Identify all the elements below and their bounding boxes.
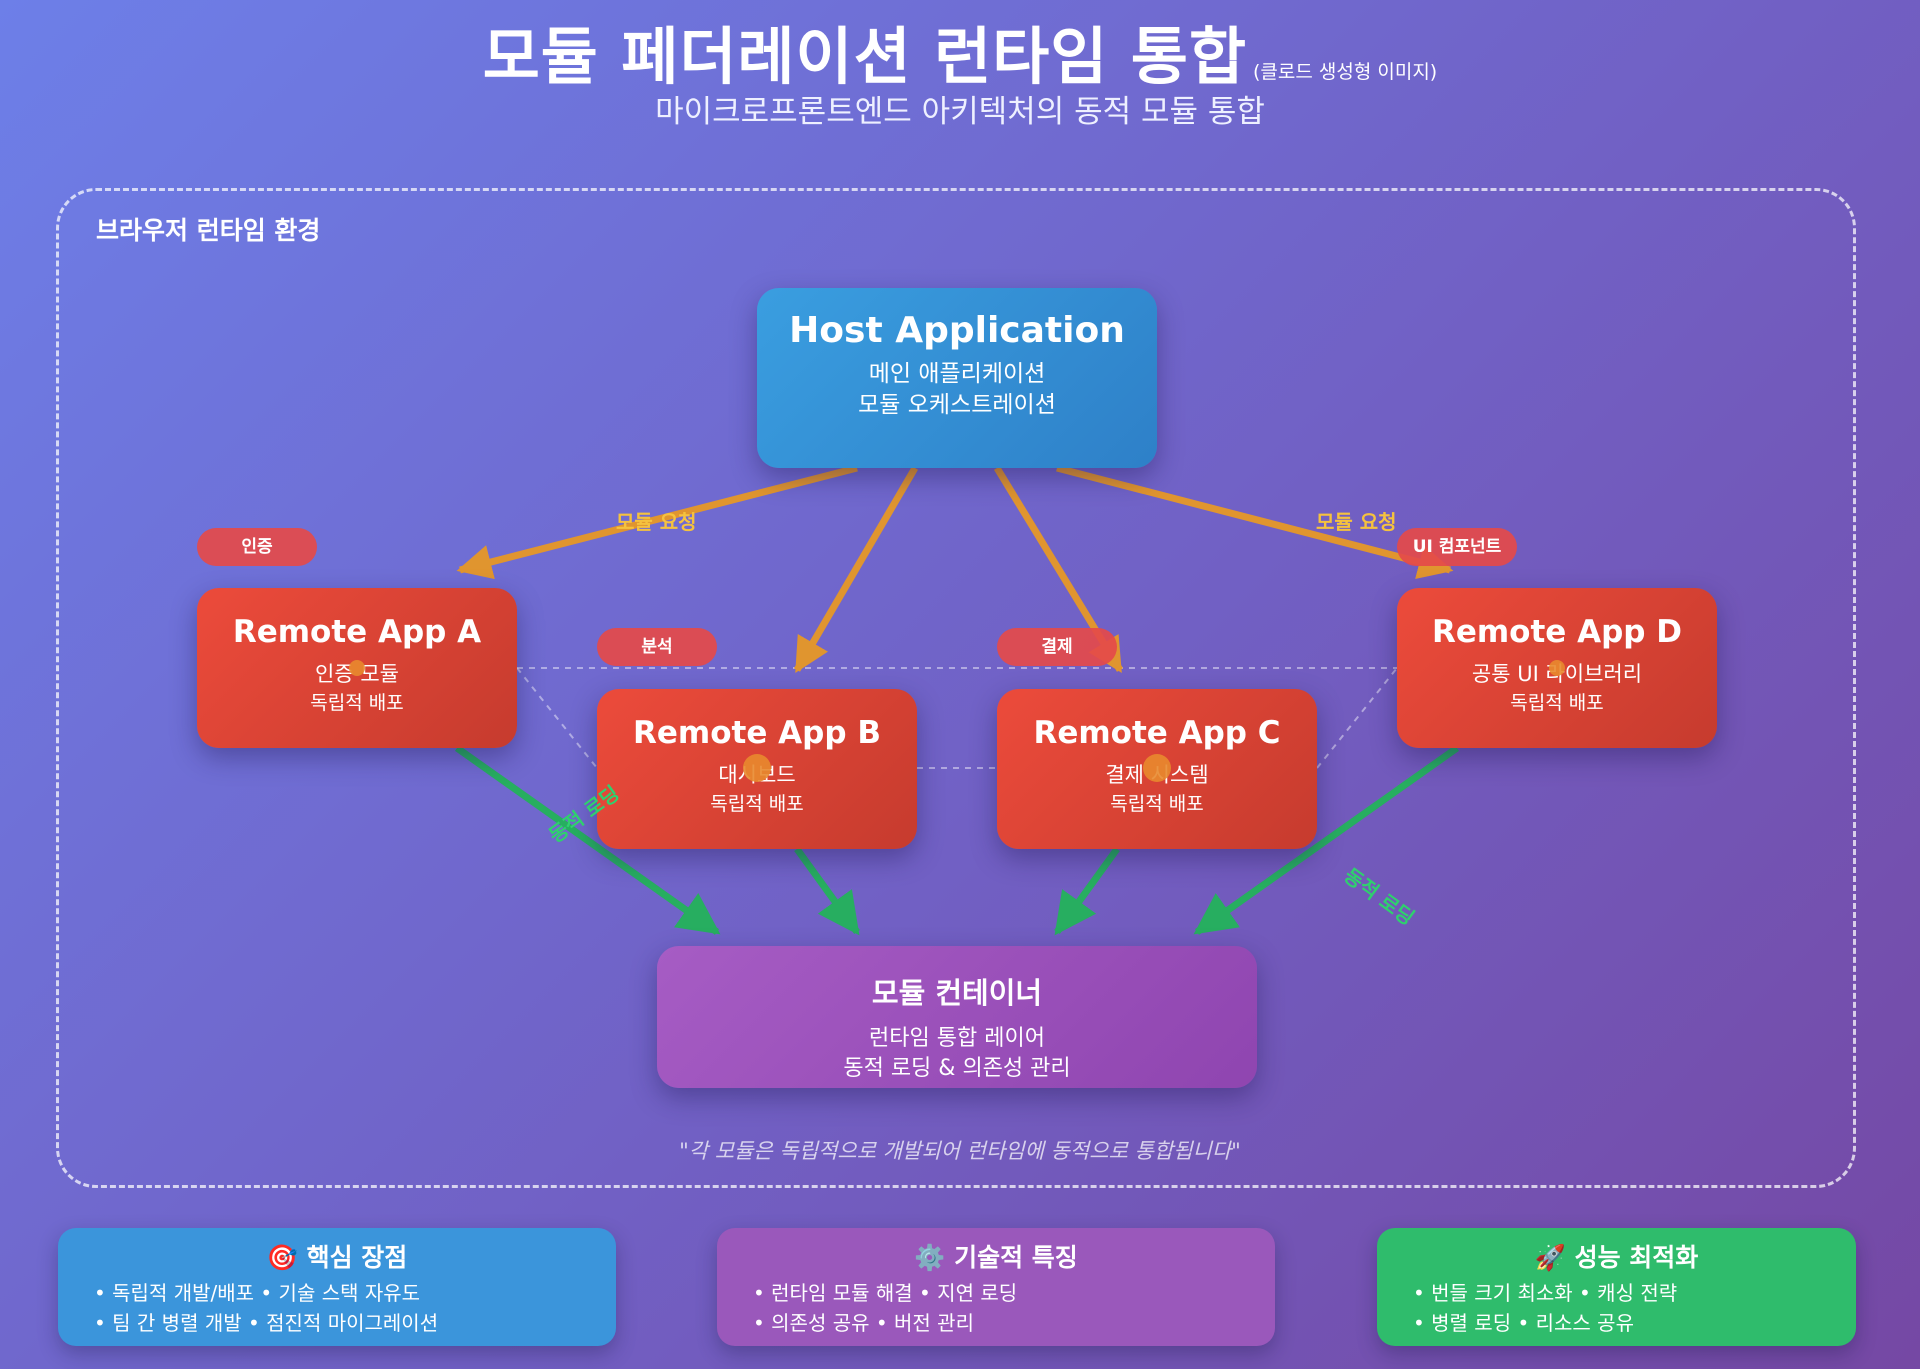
container-title: 모듈 컨테이너 bbox=[871, 976, 1043, 1010]
loading-arrow-b bbox=[794, 846, 860, 936]
target-icon: 🎯 bbox=[266, 1243, 298, 1272]
host-title: Host Application bbox=[789, 310, 1125, 351]
remote-b-line1: 대시보드 bbox=[718, 763, 796, 787]
module-container-node: 모듈 컨테이너 런타임 통합 레이어 동적 로딩 & 의존성 관리 bbox=[657, 946, 1257, 1088]
tech-card-heading: ⚙️ 기술적 특징 bbox=[717, 1238, 1275, 1274]
browser-runtime-boundary bbox=[56, 188, 1856, 1188]
host-application-node: Host Application 메인 애플리케이션 모듈 오케스트레이션 bbox=[757, 288, 1157, 468]
perf-row-2: • 병렬 로딩 • 리소스 공유 bbox=[1413, 1311, 1634, 1335]
tech-card-title: 기술적 특징 bbox=[954, 1243, 1078, 1272]
remote-c-line2: 독립적 배포 bbox=[1110, 793, 1204, 815]
request-arrow-b bbox=[793, 466, 919, 674]
remote-a-title: Remote App A bbox=[232, 614, 482, 650]
remote-link-a-b bbox=[516, 667, 598, 769]
remote-b-line2: 독립적 배포 bbox=[710, 793, 804, 815]
remote-app-a-node: Remote App A 인증 모듈 독립적 배포 bbox=[197, 588, 517, 748]
remote-link-c-d bbox=[1316, 667, 1398, 769]
host-line2: 모듈 오케스트레이션 bbox=[858, 392, 1056, 418]
remote-d-line2: 독립적 배포 bbox=[1510, 692, 1604, 714]
rocket-icon: 🚀 bbox=[1534, 1243, 1566, 1272]
remote-d-title: Remote App D bbox=[1431, 614, 1683, 650]
perf-row-1: • 번들 크기 최소화 • 캐싱 전략 bbox=[1413, 1281, 1678, 1305]
summary-quote: "각 모듈은 독립적으로 개발되어 런타임에 동적으로 통합됩니다" bbox=[679, 1139, 1241, 1163]
benefits-card: 🎯 핵심 장점 • 독립적 개발/배포 • 기술 스택 자유도 • 팀 간 병렬… bbox=[58, 1228, 616, 1346]
remote-d-line1: 공통 UI 라이브러리 bbox=[1471, 662, 1643, 686]
loading-arrow-c bbox=[1054, 846, 1120, 936]
badge-payment: 결제 bbox=[997, 628, 1117, 666]
tech-features-card: ⚙️ 기술적 특징 • 런타임 모듈 해결 • 지연 로딩 • 의존성 공유 •… bbox=[717, 1228, 1275, 1346]
perf-card-heading: 🚀 성능 최적화 bbox=[1377, 1238, 1856, 1274]
container-line1: 런타임 통합 레이어 bbox=[869, 1026, 1045, 1051]
remote-app-b-node: Remote App B 대시보드 독립적 배포 bbox=[597, 689, 917, 849]
title-tag: (클로드 생성형 이미지) bbox=[1253, 61, 1438, 83]
performance-card: 🚀 성능 최적화 • 번들 크기 최소화 • 캐싱 전략 • 병렬 로딩 • 리… bbox=[1377, 1228, 1856, 1346]
benefits-row-2: • 팀 간 병렬 개발 • 점진적 마이그레이션 bbox=[94, 1311, 439, 1335]
host-line1: 메인 애플리케이션 bbox=[868, 361, 1046, 387]
request-label-right: 모듈 요청 bbox=[1316, 510, 1397, 534]
page-title: 모듈 페더레이션 런타임 통합 (클로드 생성형 이미지) bbox=[0, 6, 1920, 96]
benefits-card-heading: 🎯 핵심 장점 bbox=[58, 1238, 616, 1274]
benefits-card-title: 핵심 장점 bbox=[306, 1243, 408, 1272]
badge-auth: 인증 bbox=[197, 528, 317, 566]
perf-card-title: 성능 최적화 bbox=[1574, 1243, 1699, 1272]
tech-row-1: • 런타임 모듈 해결 • 지연 로딩 bbox=[753, 1281, 1018, 1305]
remote-a-line1: 인증 모듈 bbox=[315, 662, 399, 686]
tech-row-2: • 의존성 공유 • 버전 관리 bbox=[753, 1311, 974, 1335]
remote-app-d-node: Remote App D 공통 UI 라이브러리 독립적 배포 bbox=[1397, 588, 1717, 748]
request-arrow-a bbox=[456, 464, 858, 580]
remote-b-title: Remote App B bbox=[633, 715, 881, 751]
remote-c-line1: 결제 시스템 bbox=[1105, 763, 1209, 787]
container-line2: 동적 로딩 & 의존성 관리 bbox=[843, 1056, 1071, 1081]
request-label-left: 모듈 요청 bbox=[616, 510, 697, 534]
badge-ui-components: UI 컴포넌트 bbox=[1397, 528, 1517, 566]
loading-arrow-a bbox=[454, 745, 721, 935]
page-subtitle: 마이크로프론트엔드 아키텍처의 동적 모듈 통합 bbox=[655, 94, 1265, 130]
badge-analysis: 분석 bbox=[597, 628, 717, 666]
title-main: 모듈 페더레이션 런타임 통합 bbox=[482, 20, 1247, 93]
remote-c-title: Remote App C bbox=[1033, 715, 1281, 751]
request-arrow-d bbox=[1056, 464, 1454, 580]
benefits-row-1: • 독립적 개발/배포 • 기술 스택 자유도 bbox=[94, 1281, 421, 1305]
gear-icon: ⚙️ bbox=[914, 1243, 946, 1272]
remote-a-line2: 독립적 배포 bbox=[310, 692, 404, 714]
remote-app-c-node: Remote App C 결제 시스템 독립적 배포 bbox=[997, 689, 1317, 849]
runtime-label: 브라우저 런타임 환경 bbox=[96, 216, 321, 245]
loading-arrow-d bbox=[1193, 745, 1460, 935]
